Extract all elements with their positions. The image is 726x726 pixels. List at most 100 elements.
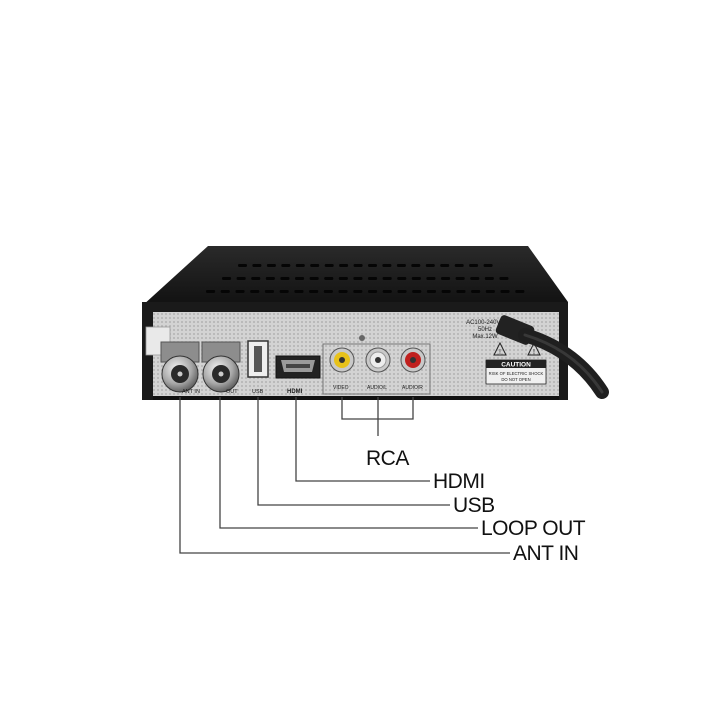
vent-slot (454, 264, 464, 267)
vent-slot (455, 277, 465, 280)
vent-slot (368, 277, 378, 280)
usb-leader (257, 397, 450, 506)
vent-slot (426, 277, 436, 280)
vent-slot (309, 277, 319, 280)
vent-slot (485, 290, 495, 293)
callout-usb: USB (453, 494, 495, 517)
vent-slot (324, 264, 334, 267)
vent-slot (441, 290, 451, 293)
vent-slot (396, 264, 406, 267)
svg-text:AC100-240V~: AC100-240V~ (466, 320, 504, 326)
video-jack-label: VIDEO (333, 385, 349, 391)
vent-slot (323, 290, 333, 293)
vent-slot (397, 277, 407, 280)
vent-slot (382, 277, 392, 280)
vent-slot (295, 277, 305, 280)
usb-port (247, 340, 269, 378)
screw-icon (359, 335, 365, 341)
vent-slot (353, 290, 363, 293)
vent-slot (411, 277, 421, 280)
vent-slot (206, 290, 216, 293)
vent-slot (338, 277, 348, 280)
vent-slot (515, 290, 525, 293)
callout-rca: RCA (366, 447, 409, 470)
ant-in-port-label: ANT IN (182, 389, 200, 395)
vent-slot (266, 264, 276, 267)
vent-slot (440, 264, 450, 267)
ant-in-port (160, 341, 200, 393)
usb-port-label: USB (252, 389, 264, 395)
svg-text:!: ! (533, 349, 535, 356)
vent-slot (220, 290, 230, 293)
audio-l-jack-label: AUDIO/L (367, 385, 387, 391)
audio-l-jack (365, 347, 391, 373)
vent-slot (425, 264, 435, 267)
audio-r-jack-label: AUDIO/R (402, 385, 423, 391)
vent-slot (295, 264, 305, 267)
vent-slot (264, 290, 274, 293)
vent-slot (353, 277, 363, 280)
svg-text:50Hz: 50Hz (478, 327, 492, 333)
casing-top (142, 246, 568, 306)
vent-slot (411, 264, 421, 267)
callout-ant-in: ANT IN (513, 542, 579, 565)
vent-slot (250, 290, 260, 293)
loop-out-port-label: OUT (226, 389, 238, 395)
ant-in-leader (179, 397, 510, 554)
vent-slot (339, 264, 349, 267)
svg-text:CAUTION: CAUTION (501, 362, 531, 369)
vent-slot (469, 264, 479, 267)
hdmi-port (275, 355, 321, 379)
vent-slot (281, 264, 291, 267)
vent-slot (252, 264, 262, 267)
vent-slot (238, 264, 247, 267)
svg-text:!: ! (499, 349, 501, 356)
vent-slot (222, 277, 232, 280)
vent-slot (353, 264, 363, 267)
vent-slot (441, 277, 451, 280)
loop-out-leader (219, 397, 478, 529)
vent-slot (456, 290, 466, 293)
caution-label: ! ! CAUTION RISK OF ELECTRIC SHOCK DO NO… (485, 341, 547, 385)
vent-slot (265, 277, 275, 280)
vent-slot (294, 290, 304, 293)
vent-slot (324, 277, 334, 280)
vent-slot (251, 277, 261, 280)
vent-slot (397, 290, 407, 293)
svg-text:RISK OF ELECTRIC SHOCK: RISK OF ELECTRIC SHOCK (489, 371, 544, 376)
vent-slot (484, 277, 494, 280)
leader-lines (179, 397, 510, 554)
vent-slot (483, 264, 493, 267)
vent-slot (412, 290, 422, 293)
callout-loop-out: LOOP OUT (481, 517, 586, 540)
vent-slots (206, 264, 525, 293)
vent-slot (310, 264, 320, 267)
power-cable (495, 315, 609, 399)
vent-slot (426, 290, 436, 293)
svg-text:Max.12W: Max.12W (472, 334, 498, 340)
hdmi-port-label: HDMI (287, 389, 303, 395)
vent-slot (500, 290, 510, 293)
vent-slot (338, 290, 348, 293)
vent-slot (368, 290, 378, 293)
hdmi-leader (295, 397, 430, 482)
audio-r-jack (400, 347, 426, 373)
vent-slot (236, 277, 246, 280)
rca-group-frame (322, 343, 431, 395)
vent-slot (382, 290, 392, 293)
vent-slot (499, 277, 509, 280)
vent-slot (309, 290, 319, 293)
vent-slot (471, 290, 481, 293)
vent-slot (470, 277, 480, 280)
vent-slot (368, 264, 377, 267)
loop-out-port (201, 341, 241, 393)
callout-hdmi: HDMI (433, 470, 485, 493)
power-rating: AC100-240V~ 50Hz Max.12W (466, 320, 504, 340)
vent-slot (279, 290, 289, 293)
vent-slot (382, 264, 392, 267)
svg-text:DO NOT OPEN: DO NOT OPEN (501, 377, 530, 382)
video-jack (329, 347, 355, 373)
vent-slot (235, 290, 245, 293)
